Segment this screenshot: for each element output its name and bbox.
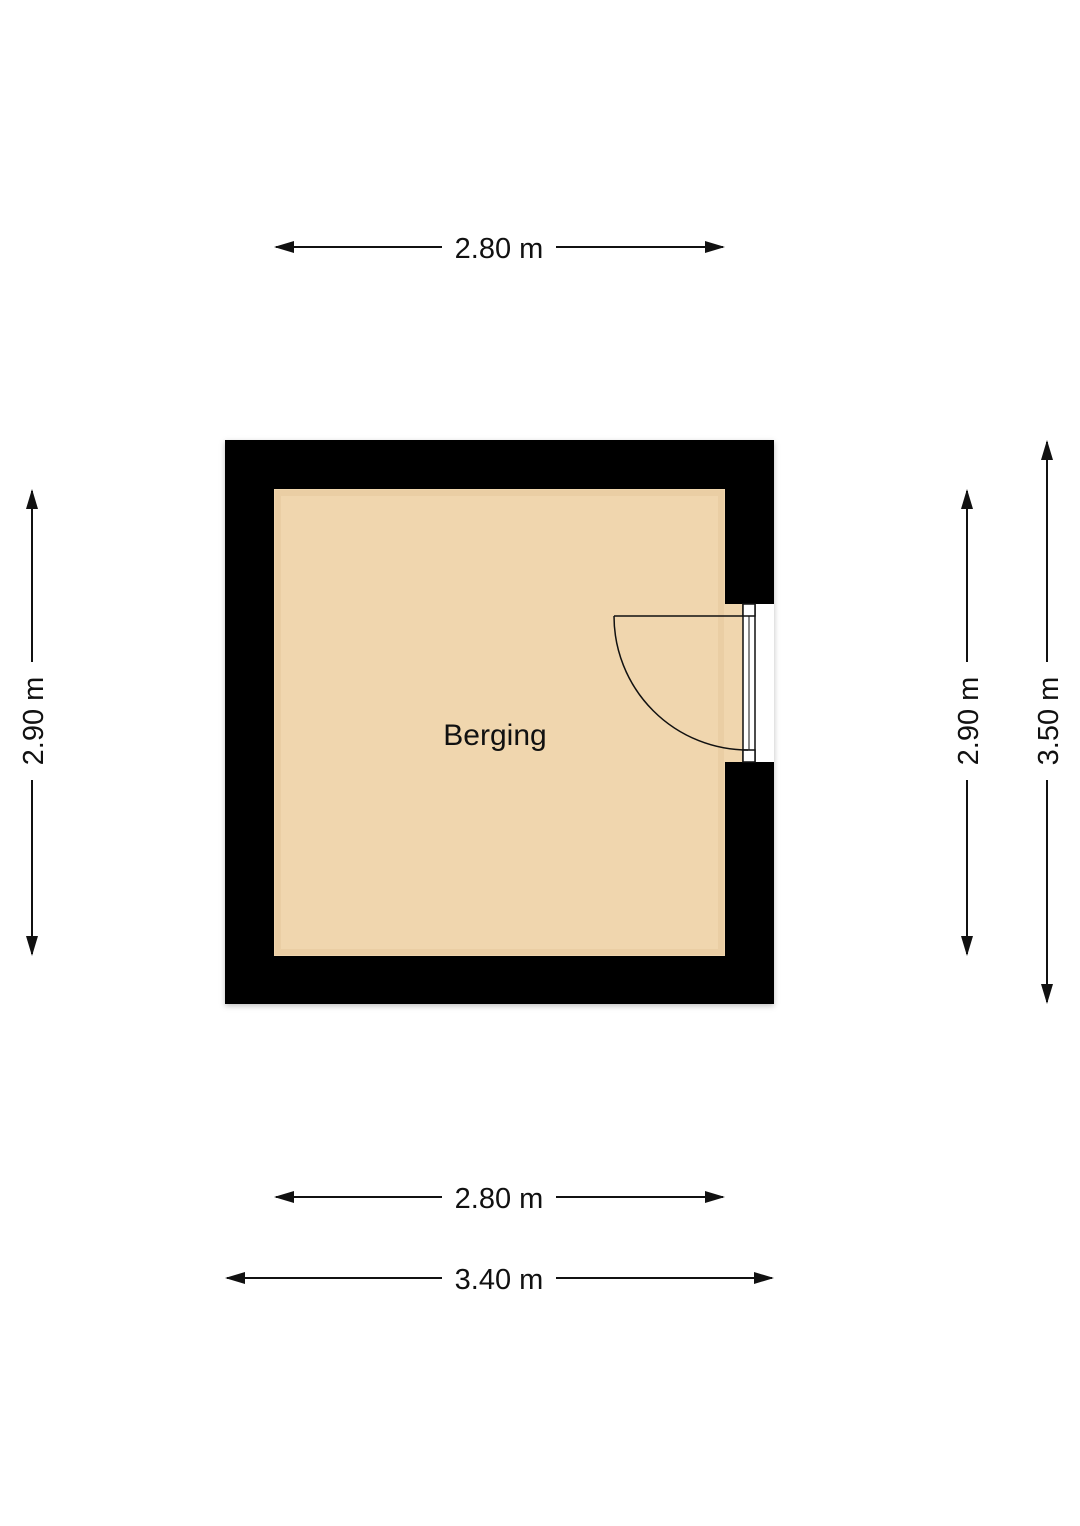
dimension-bottom-outer-width: 3.40 m — [225, 1264, 774, 1296]
room-label: Berging — [443, 719, 546, 752]
dimension-label: 2.80 m — [455, 1183, 544, 1215]
dimension-label: 3.50 m — [1033, 677, 1065, 766]
dimension-label: 2.90 m — [953, 677, 985, 766]
door — [613, 603, 756, 763]
dimension-label: 2.90 m — [18, 677, 50, 766]
door-jamb-top — [742, 603, 756, 617]
room-floor — [274, 489, 725, 956]
dimension-bottom-inner-width: 2.80 m — [274, 1183, 725, 1215]
door-jamb-bottom — [742, 749, 756, 763]
door-opening-floor — [725, 604, 743, 762]
dimension-right-outer-height: 3.50 m — [1033, 440, 1065, 1004]
dimension-label: 3.40 m — [455, 1264, 544, 1296]
dimension-label: 2.80 m — [455, 233, 544, 265]
floor-inner-shade — [275, 490, 724, 955]
dimension-top-inner-width: 2.80 m — [274, 233, 725, 265]
dimension-left-inner-height: 2.90 m — [18, 489, 50, 956]
dimension-right-inner-height: 2.90 m — [953, 489, 985, 956]
door-swing-arc — [613, 615, 749, 751]
